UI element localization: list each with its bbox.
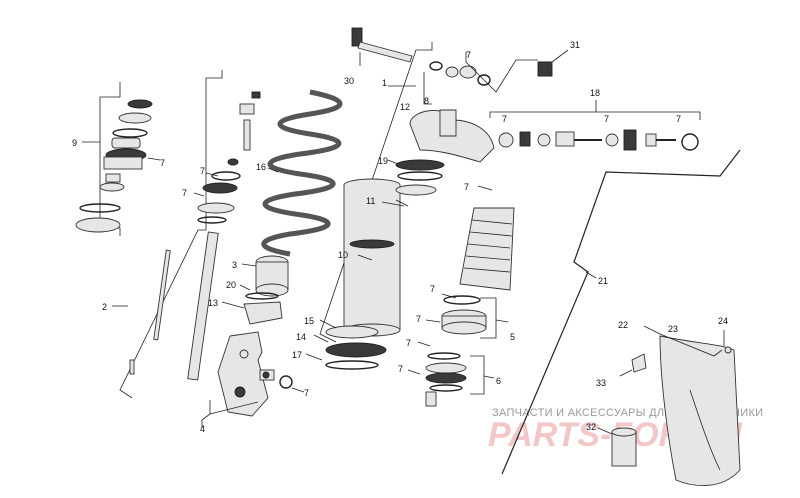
callout-4: 4 [200, 424, 205, 434]
callout-19: 19 [378, 156, 388, 166]
callout-15: 15 [304, 316, 314, 326]
part-group-2 [112, 70, 261, 399]
callout-7-d: 7 [182, 188, 187, 198]
callout-7-l: 7 [604, 114, 609, 124]
callout-30: 30 [344, 76, 354, 86]
callout-7-h: 7 [416, 314, 421, 324]
part-group-22-33 [597, 325, 741, 486]
callout-20: 20 [226, 280, 236, 290]
callout-5: 5 [510, 332, 515, 342]
callout-7-g: 7 [430, 284, 435, 294]
callout-7-a: 7 [466, 50, 471, 60]
part-group-10-11 [395, 199, 515, 291]
callout-21: 21 [598, 276, 608, 286]
callout-6: 6 [496, 376, 501, 386]
callout-31: 31 [570, 40, 580, 50]
callout-7-e: 7 [304, 388, 309, 398]
callout-12: 12 [400, 102, 410, 112]
callout-7-k: 7 [502, 114, 507, 124]
part-group-4 [201, 331, 305, 428]
callout-7-f: 7 [464, 182, 469, 192]
callout-13: 13 [208, 298, 218, 308]
callout-7-c: 7 [200, 166, 205, 176]
part-21-breakline [501, 149, 741, 475]
callout-16: 16 [256, 162, 266, 172]
callout-10: 10 [338, 250, 348, 260]
callout-9: 9 [72, 138, 77, 148]
part-group-3-20-13 [221, 255, 289, 325]
callout-24: 24 [718, 316, 728, 326]
part-group-9 [75, 82, 161, 236]
callout-7-i: 7 [406, 338, 411, 348]
part-group-1 [305, 42, 433, 370]
callout-11: 11 [366, 196, 375, 206]
part-group-5 [425, 293, 509, 339]
callout-23: 23 [668, 324, 678, 334]
part-spring-16 [261, 89, 343, 257]
callout-1: 1 [382, 78, 387, 88]
callout-14: 14 [296, 332, 306, 342]
callout-7-m: 7 [676, 114, 681, 124]
callout-7-b: 7 [160, 158, 165, 168]
callout-22: 22 [618, 320, 628, 330]
callout-labels: 1 2 3 4 5 6 7 7 7 7 7 7 7 7 7 7 7 7 7 8 … [72, 40, 728, 434]
callout-2: 2 [102, 302, 107, 312]
part-group-11-19 [381, 159, 445, 207]
callout-33: 33 [596, 378, 606, 388]
callout-8: 8 [424, 96, 429, 106]
callout-18: 18 [590, 88, 600, 98]
callout-3: 3 [232, 260, 237, 270]
part-group-12-18 [351, 27, 701, 191]
callout-7-j: 7 [398, 364, 403, 374]
callout-17: 17 [292, 350, 302, 360]
callout-32: 32 [586, 422, 596, 432]
part-group-6 [407, 341, 495, 407]
